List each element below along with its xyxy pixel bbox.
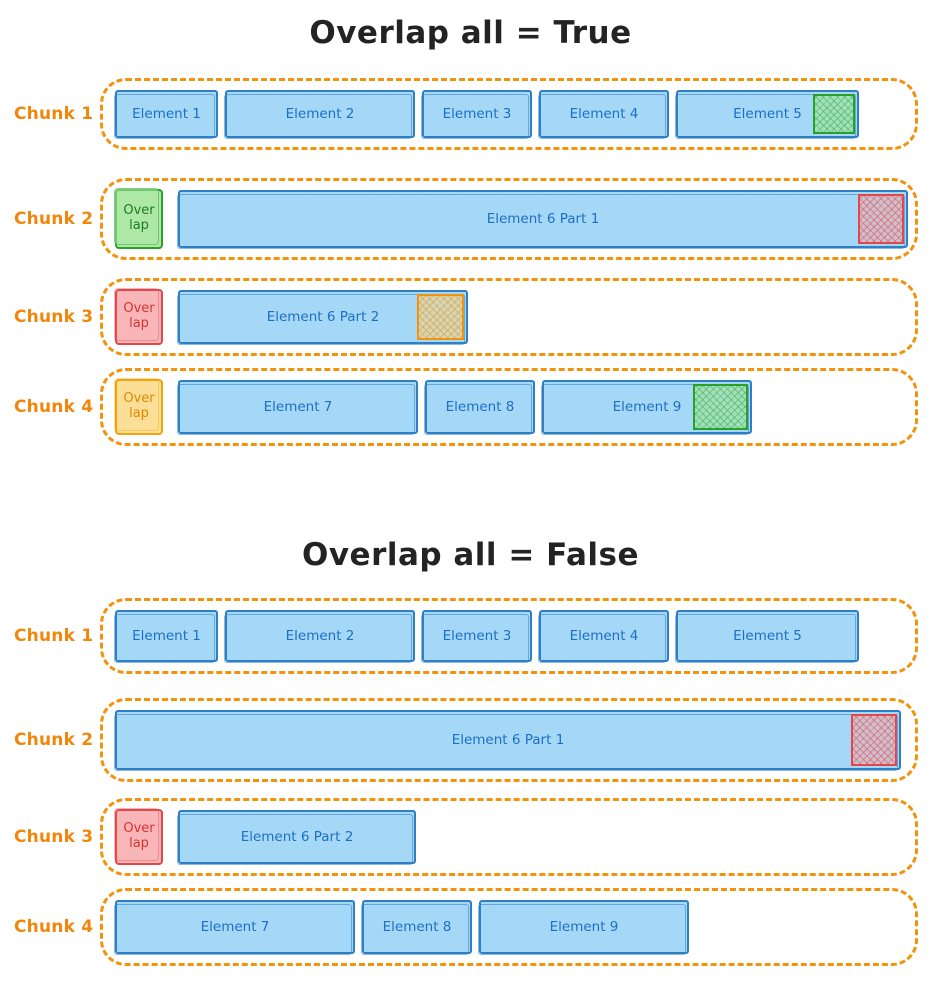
element-box: Element 6 Part 2 [177,290,468,345]
element-box: Element 2 [224,90,415,139]
element-label: Element 6 Part 2 [266,309,380,325]
element-list: Element 7 Element 8 Element 9 [114,900,903,955]
overlap-label-line2: lap [129,218,149,233]
overlap-tail-green-icon [813,94,855,134]
chunk-label: Chunk 1 [14,626,94,646]
element-box: Element 9 [478,900,689,955]
element-label: Element 9 [549,919,619,935]
element-label: Element 2 [285,628,355,644]
chunk-label: Chunk 1 [14,104,94,124]
element-box: Element 8 [361,900,472,955]
chunk-row: Chunk 2 Element 6 Part 1 [0,698,941,782]
chunk-label: Chunk 4 [14,397,94,417]
element-label: Element 2 [285,106,355,122]
chunk-label: Chunk 2 [14,209,94,229]
element-box: Element 1 [114,90,218,139]
overlap-label-line2: lap [129,406,149,421]
element-box: Element 3 [421,610,532,663]
element-label: Element 6 Part 1 [451,732,565,748]
element-label: Element 4 [569,628,639,644]
element-label: Element 3 [442,628,512,644]
chunk-container: Element 1 Element 2 Element 3 Element 4 Elem… [100,598,918,674]
element-list: Element 1 Element 2 Element 3 Element 4 Elem… [114,90,903,139]
element-box: Element 4 [538,610,669,663]
overlap-tail-red-icon [858,194,904,244]
overlap-label-line1: Over [123,301,155,317]
overlap-tail-green-icon [693,384,748,430]
element-label: Element 7 [263,399,333,415]
element-box: Element 9 [541,380,752,435]
element-box: Element 1 [114,610,218,663]
chunk-label: Chunk 3 [14,827,94,847]
element-box: Element 7 [177,380,418,435]
overlap-tail-red-icon [851,714,897,766]
chunk-label: Chunk 2 [14,730,94,750]
element-list: Element 6 Part 1 [114,710,903,771]
element-box: Element 3 [421,90,532,139]
element-box: Element 8 [424,380,535,435]
chunk-label: Chunk 3 [14,307,94,327]
element-list: Element 1 Element 2 Element 3 Element 4 Elem… [114,610,903,663]
overlap-label-line1: Over [123,821,155,837]
chunk-container: Element 6 Part 1 [100,698,918,782]
element-box: Element 5 [675,90,859,139]
element-box: Element 6 Part 2 [177,810,416,865]
section-title: Overlap all = True [309,15,632,51]
chunk-row: Chunk 4 Element 7 Element 8 Element 9 [0,888,941,966]
chunk-container: Element 7 Element 8 Element 9 [100,888,918,966]
element-label: Element 6 Part 1 [486,211,600,227]
overlap-label-line1: Over [123,391,155,407]
chunk-label: Chunk 4 [14,917,94,937]
element-label: Element 1 [132,106,201,122]
element-box: Element 4 [538,90,669,139]
element-label: Element 5 [733,106,802,122]
overlap-label-line2: lap [129,836,149,851]
element-label: Element 3 [442,106,512,122]
section-title: Overlap all = False [301,537,639,573]
overlap-label-line2: lap [129,316,149,331]
element-box: Element 6 Part 1 [177,190,908,249]
element-box: Element 7 [114,900,355,955]
element-box: Element 2 [224,610,415,663]
element-label: Element 5 [733,628,802,644]
element-label: Element 8 [445,399,515,415]
element-label: Element 8 [382,919,452,935]
overlap-label-line1: Over [123,203,155,219]
overlap-tail-orange-icon [417,294,464,340]
chunk-container: Element 1 Element 2 Element 3 Element 4 Elem… [100,78,918,150]
element-box: Element 6 Part 1 [114,710,901,771]
element-label: Element 4 [569,106,639,122]
element-box: Element 5 [675,610,859,663]
element-label: Element 7 [200,919,270,935]
element-label: Element 9 [612,399,682,415]
element-label: Element 1 [132,628,201,644]
element-label: Element 6 Part 2 [240,829,354,845]
